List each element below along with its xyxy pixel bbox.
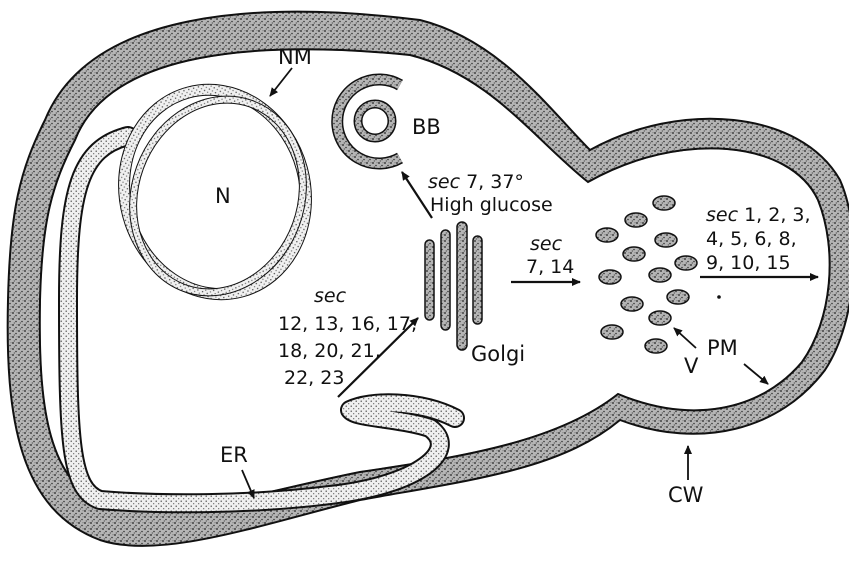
vesicle [653,196,675,210]
label-er: ER [220,443,248,467]
label-bb: BB [412,115,441,139]
golgi-to-bb-line-2: High glucose [430,194,553,216]
pointer-v [674,328,696,348]
er-to-golgi-prefix: sec [314,285,347,307]
golgi-apparatus [425,222,482,350]
label-golgi: Golgi [471,342,525,366]
vesicles-to-pm-line-1: sec 1, 2, 3, [706,204,811,226]
label-pm: PM [707,336,738,360]
vesicles-to-pm-line-3: 9, 10, 15 [706,252,791,274]
vesicle [649,311,671,325]
label-nm: NM [278,45,312,69]
vesicle [667,290,689,304]
label-n: N [215,184,231,208]
vesicle [625,213,647,227]
vesicle [645,339,667,353]
vesicle [596,228,618,242]
secretory-vesicles [596,196,697,353]
label-cw: CW [668,483,704,507]
vesicle [623,247,645,261]
golgi-to-bb-line-1: sec 7, 37° [428,171,524,193]
er-to-golgi-line-1: 12, 13, 16, 17, [278,313,417,335]
pointer-pm [744,364,768,384]
label-v: V [684,354,699,378]
vesicle [655,233,677,247]
mark-dot [717,295,721,299]
er-to-golgi-line-3: 22, 23 [284,367,344,389]
pointer-nm [270,68,292,96]
vesicle [621,297,643,311]
vesicle [599,270,621,284]
vesicle [649,268,671,282]
golgi-to-vesicles-prefix: sec [530,233,563,255]
er-to-golgi-line-2: 18, 20, 21, [278,340,381,362]
vesicle [601,325,623,339]
vesicles-to-pm-line-2: 4, 5, 6, 8, [706,228,797,250]
bud-body [337,80,400,164]
golgi-to-vesicles-line-2: 7, 14 [526,256,574,278]
vesicle [675,256,697,270]
